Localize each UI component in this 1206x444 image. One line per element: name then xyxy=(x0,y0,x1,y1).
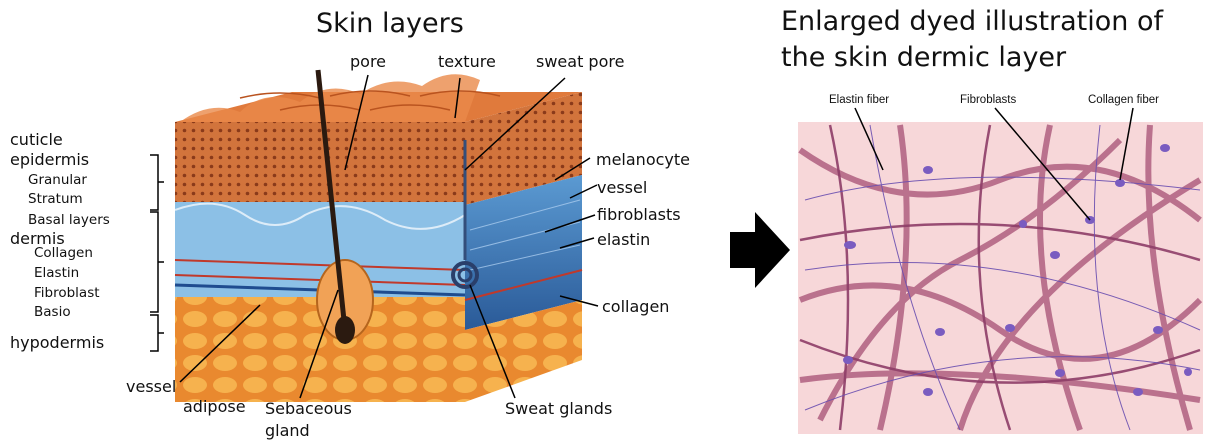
label-fibroblasts-left-panel: fibroblasts xyxy=(597,205,681,224)
label-elastin-fiber: Elastin fiber xyxy=(829,94,889,106)
label-texture: texture xyxy=(438,52,496,71)
label-sweat-glands: Sweat glands xyxy=(505,399,612,418)
label-collagen-fiber: Collagen fiber xyxy=(1088,94,1159,106)
label-stratum: Stratum xyxy=(28,191,83,207)
label-elastin-right: elastin xyxy=(597,230,650,249)
label-sebaceous: Sebaceous xyxy=(265,399,352,418)
label-collagen-left: Collagen xyxy=(34,245,93,261)
label-fibroblasts-tissue: Fibroblasts xyxy=(960,94,1016,106)
epidermis-layer xyxy=(175,122,465,202)
tissue-illustration xyxy=(798,108,1203,434)
label-collagen-right: collagen xyxy=(602,297,669,316)
label-fibroblast: Fibroblast xyxy=(34,285,100,301)
enlarged-title-line1: Enlarged dyed illustration of xyxy=(781,6,1163,37)
layer-brackets xyxy=(150,155,164,351)
label-sweat-pore: sweat pore xyxy=(536,52,624,71)
label-adipose: adipose xyxy=(183,397,246,416)
label-vessel-bottom: vessel xyxy=(126,377,176,396)
arrow-right-icon xyxy=(730,212,790,288)
label-hypodermis: hypodermis xyxy=(10,333,104,352)
label-basal-layers: Basal layers xyxy=(28,212,110,228)
label-granular: Granular xyxy=(28,172,87,188)
label-elastin-left: Elastin xyxy=(34,265,79,281)
label-cuticle: cuticle xyxy=(10,130,63,149)
label-basio: Basio xyxy=(34,304,71,320)
label-vessel-right: vessel xyxy=(597,178,647,197)
label-pore: pore xyxy=(350,52,386,71)
label-gland: gland xyxy=(265,421,310,440)
label-epidermis: epidermis xyxy=(10,150,89,169)
label-melanocyte: melanocyte xyxy=(596,150,690,169)
enlarged-title-line2: the skin dermic layer xyxy=(781,42,1066,73)
